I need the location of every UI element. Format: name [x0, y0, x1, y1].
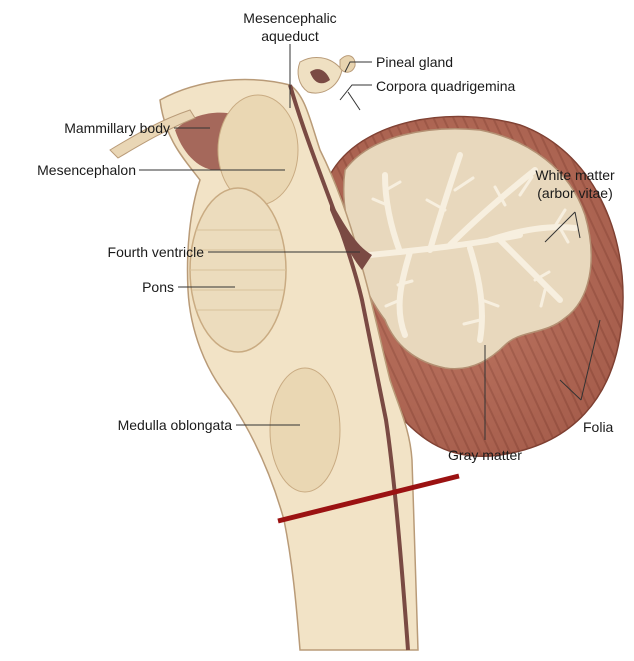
- label-mesencephalic-aqueduct-line1: Mesencephalic: [243, 10, 336, 26]
- label-mesencephalon: Mesencephalon: [37, 162, 136, 178]
- label-medulla-oblongata: Medulla oblongata: [118, 417, 233, 433]
- label-fourth-ventricle: Fourth ventricle: [108, 244, 205, 260]
- label-white-matter-line2: (arbor vitae): [537, 185, 612, 201]
- medulla-shape: [270, 368, 340, 492]
- label-pineal-gland: Pineal gland: [376, 54, 453, 70]
- label-mammillary-body: Mammillary body: [64, 120, 170, 136]
- label-corpora-quadrigemina: Corpora quadrigemina: [376, 78, 516, 94]
- label-pons: Pons: [142, 279, 174, 295]
- label-white-matter-line1: White matter: [535, 167, 615, 183]
- label-mesencephalic-aqueduct-line2: aqueduct: [261, 28, 319, 44]
- label-folia: Folia: [583, 419, 614, 435]
- label-gray-matter: Gray matter: [448, 447, 522, 463]
- pineal-gland-shape: [340, 56, 355, 73]
